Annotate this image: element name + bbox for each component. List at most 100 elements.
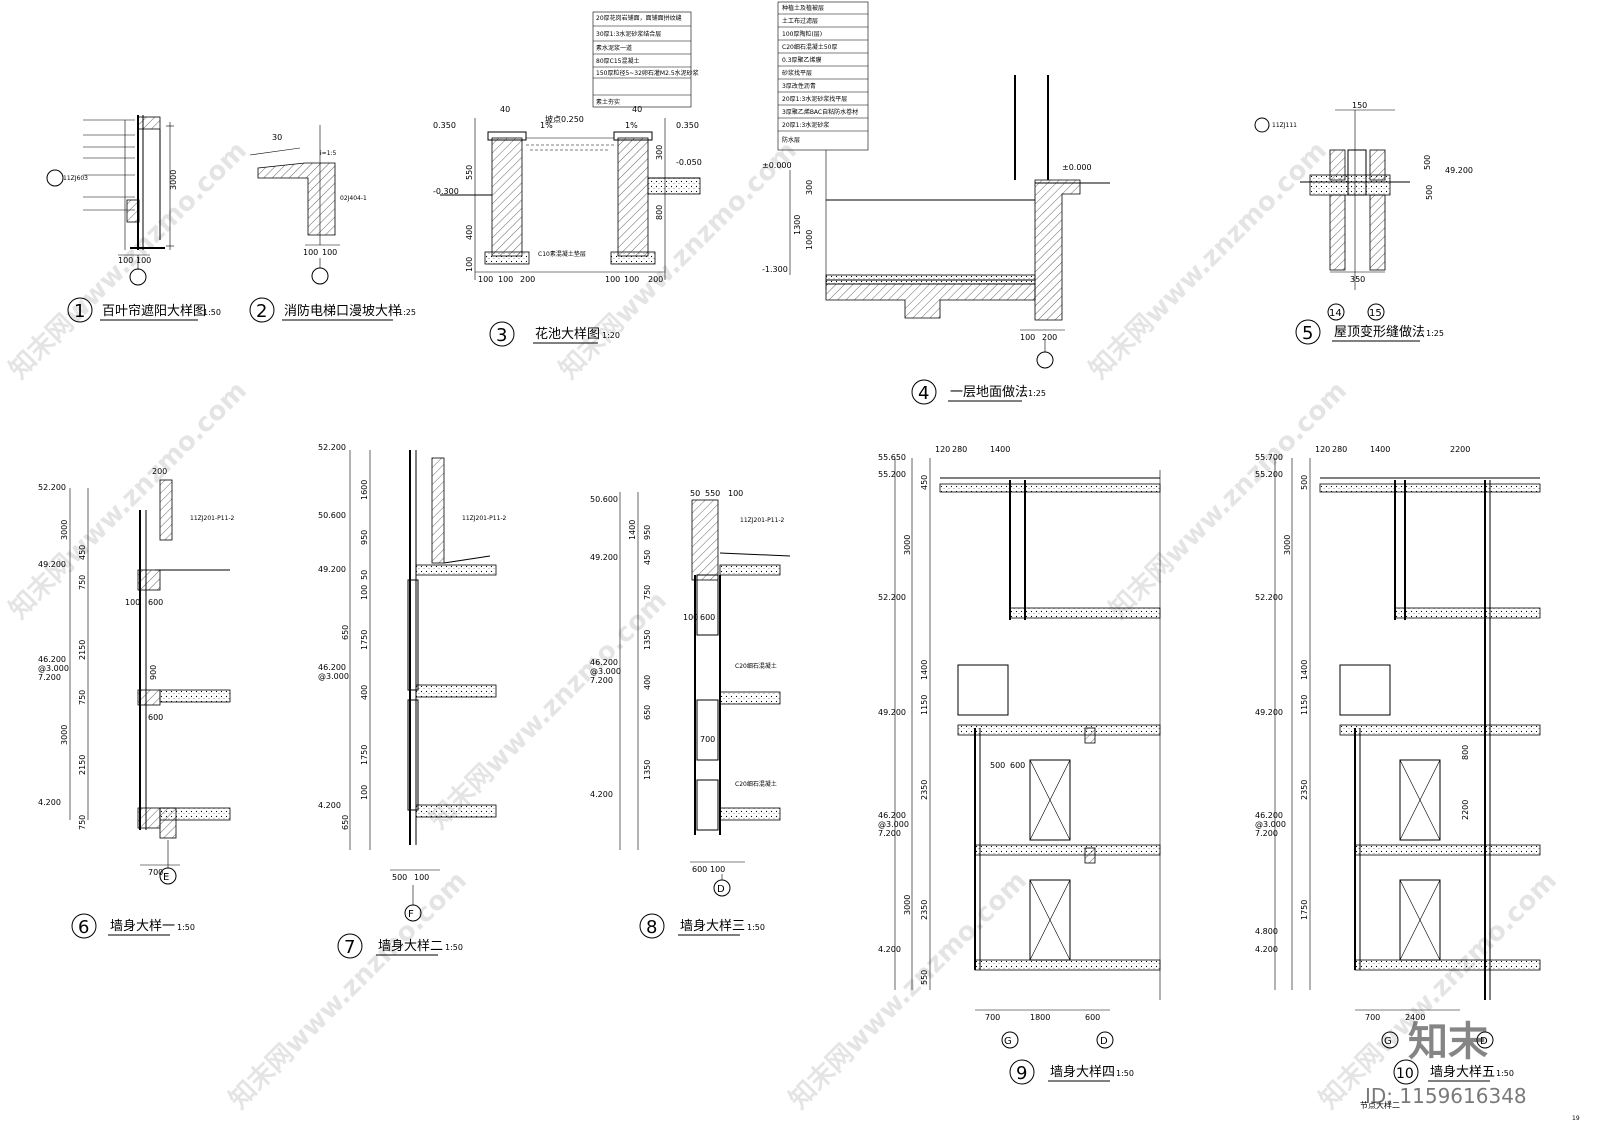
d7-dim-1750a: 1750 [360, 630, 369, 650]
d6-scale: 1:50 [177, 923, 195, 932]
d10-dim-700: 700 [1365, 1013, 1380, 1022]
d8-dim-1350a: 1350 [643, 630, 652, 650]
d8-dim-650: 650 [643, 705, 652, 720]
d2-dim-a: 100 [303, 248, 318, 257]
d9-level-2: 55.200 [878, 470, 906, 479]
d1-grid-bubble [129, 268, 147, 286]
d10-title: 墙身大样五 [1430, 1064, 1495, 1080]
d4-layer-5: 0.3厚聚乙烯膜 [782, 56, 822, 64]
d1-number: 1 [74, 301, 85, 322]
d9-title: 墙身大样四 [1050, 1064, 1115, 1080]
d3-slope-b: 1% [625, 121, 638, 130]
d5-dim-500a: 500 [1423, 155, 1432, 170]
d4-layer-1: 种植土及植被层 [782, 4, 824, 12]
detail-2-title: 2 消防电梯口漫坡大样 1:25 [249, 297, 416, 323]
d6-dim-750a: 750 [78, 575, 87, 590]
d8-dim-100c: 100 [710, 865, 725, 874]
d7-dim-100b: 100 [360, 785, 369, 800]
d5-level: 49.200 [1445, 166, 1473, 175]
detail-5-roof-joint: 150 500 500 49.200 350 11ZJ111 14 15 [1254, 101, 1473, 321]
d4-layer-11: 防水层 [782, 136, 800, 144]
d9-dim-1400b: 1400 [920, 660, 929, 680]
d8-dim-700: 700 [700, 735, 715, 744]
d10-dim-800: 800 [1461, 745, 1470, 760]
d3-layer-1: 20厚花岗岩铺面，面铺面拼纹缝 [596, 14, 682, 22]
d8-dim-400: 400 [643, 675, 652, 690]
d3-level-b: -0.300 [433, 187, 459, 196]
d7-dim-950: 950 [360, 530, 369, 545]
d5-grid-a: 14 [1329, 308, 1342, 319]
d7-dim-100c: 100 [414, 873, 429, 882]
d2-grid-bubble [311, 267, 329, 285]
detail-3-title: 3 花池大样图 1:20 [489, 321, 620, 347]
d4-dim-1300: 1300 [793, 215, 802, 235]
d10-dim-1150: 1150 [1300, 695, 1309, 715]
d9-dim-120: 120 [935, 445, 950, 454]
d5-dim-150: 150 [1352, 101, 1367, 110]
d10-level-3: 52.200 [1255, 593, 1283, 602]
d3-dim-b2: 100 [498, 275, 513, 284]
d8-level-1: 50.600 [590, 495, 618, 504]
d8-dim-600b: 600 [692, 865, 707, 874]
d3-dim-b6: 200 [648, 275, 663, 284]
d3-number: 3 [496, 325, 507, 346]
d3-dim-40b: 40 [632, 105, 642, 114]
d3-dim-40a: 40 [500, 105, 510, 114]
d7-grid: F [408, 909, 414, 920]
d6-dim-3000b: 3000 [60, 725, 69, 745]
d9-dim-3000a: 3000 [903, 535, 912, 555]
detail-1-louver: 3000 100 100 11ZJ603 [46, 115, 178, 286]
d4-layer-3: 100厚陶粒(层) [782, 30, 822, 38]
d6-level-3: 46.200 [38, 655, 66, 664]
d9-dim-450: 450 [920, 475, 929, 490]
d9-dim-1400: 1400 [990, 445, 1010, 454]
d7-level-3: 49.200 [318, 565, 346, 574]
d10-dim-2350: 2350 [1300, 780, 1309, 800]
d3-dim-b5: 100 [624, 275, 639, 284]
d10-dim-3000: 3000 [1283, 535, 1292, 555]
d4-dim-300: 300 [805, 180, 814, 195]
d8-dim-50: 50 [690, 489, 700, 498]
d9-dim-280: 280 [952, 445, 967, 454]
d8-conc-b: C20细石混凝土 [735, 780, 777, 788]
detail-6-title: 6 墙身大样一 1:50 [71, 913, 195, 939]
d9-dim-550: 550 [920, 970, 929, 985]
id-label: ID: 1159616348 [1365, 1084, 1527, 1108]
d8-number: 8 [646, 917, 657, 938]
d7-dim-650b: 650 [341, 815, 350, 830]
d9-number: 9 [1016, 1063, 1027, 1084]
d1-dim-a: 100 [118, 256, 133, 265]
d10-level-4: 49.200 [1255, 708, 1283, 717]
d3-dim-b3: 200 [520, 275, 535, 284]
d4-level-a: ±0.000 [762, 161, 792, 170]
d9-level-4: 49.200 [878, 708, 906, 717]
d7-level-5: @3.000 [318, 672, 349, 681]
d9-dim-1800: 1800 [1030, 1013, 1050, 1022]
d9-dim-1150: 1150 [920, 695, 929, 715]
page-number: 19 [1572, 1115, 1580, 1122]
d10-dim-120: 120 [1315, 445, 1330, 454]
d9-dim-500: 500 [990, 761, 1005, 770]
detail-10-wall-section: 55.700 55.200 52.200 49.200 46.200 @3.00… [1255, 445, 1541, 1049]
d8-scale: 1:50 [747, 923, 765, 932]
d4-layer-4: C20细石混凝土50厚 [782, 43, 837, 51]
d4-layer-7: 3厚改性沥青 [782, 82, 816, 90]
d4-layer-10: 20厚1:3水泥砂浆 [782, 121, 829, 129]
d2-title: 消防电梯口漫坡大样 [284, 303, 401, 319]
d2-slope: i=1:5 [320, 150, 337, 157]
d9-dim-2350a: 2350 [920, 780, 929, 800]
brand-text: 知末 [1408, 1019, 1488, 1065]
d3-level-d: -0.050 [676, 158, 702, 167]
d6-dim-450: 450 [78, 545, 87, 560]
d10-level-1: 55.700 [1255, 453, 1283, 462]
d9-grid-a: G [1004, 1036, 1012, 1047]
d6-dim-750c: 750 [78, 815, 87, 830]
detail-2-ramp: 30 i=1:5 02J404-1 100 100 [249, 125, 367, 285]
d8-level-3: 46.200 [590, 658, 618, 667]
d10-dim-2200b: 2200 [1461, 800, 1470, 820]
d6-dim-100: 100 [125, 598, 140, 607]
d8-dim-950: 950 [643, 525, 652, 540]
d8-title: 墙身大样三 [680, 918, 745, 934]
d10-dim-1400b: 1400 [1300, 660, 1309, 680]
